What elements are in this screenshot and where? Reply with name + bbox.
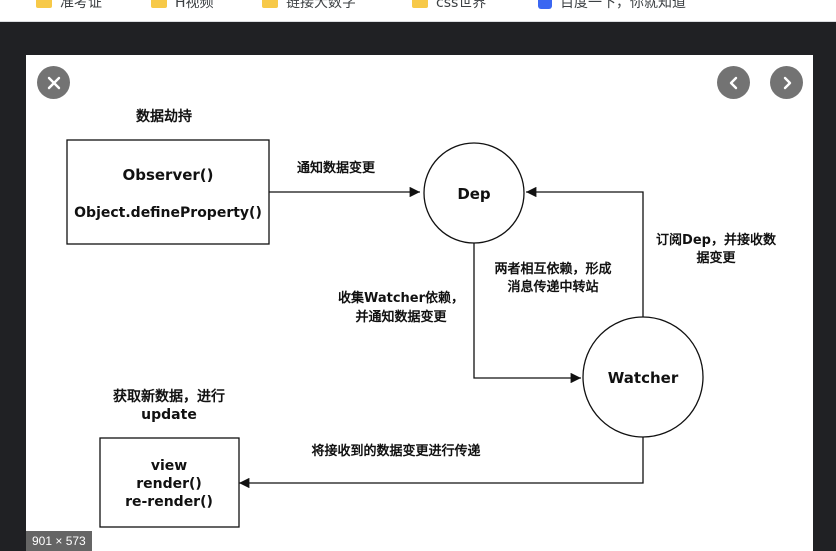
chevron-left-icon <box>729 76 737 89</box>
image-dimensions-badge: 901 × 573 <box>26 531 92 551</box>
collect-label-1: 收集Watcher依赖， <box>338 290 464 306</box>
close-icon <box>47 76 60 89</box>
next-image-button[interactable] <box>770 66 803 99</box>
define-property-label: Object.defineProperty() <box>74 205 262 221</box>
folder-icon <box>151 0 167 8</box>
view-label: view <box>151 458 187 474</box>
bookmark-label: 准考证 <box>60 0 102 11</box>
dep-label: Dep <box>457 185 491 203</box>
relay-label-2: 消息传递中转站 <box>507 279 598 295</box>
update-label-2: update <box>141 407 197 423</box>
hijack-label: 数据劫持 <box>136 108 192 125</box>
folder-icon <box>412 0 428 8</box>
update-label-1: 获取新数据，进行 <box>113 388 225 405</box>
bookmarks-bar: 准考证 H视频 链接大数字 css世界 百度一下，你就知道 <box>0 0 836 22</box>
flow-diagram: 数据劫持 Observer() Object.defineProperty() … <box>66 108 777 528</box>
bookmark-label: 链接大数字 <box>286 0 356 11</box>
bookmark-item[interactable]: 准考证 <box>36 0 102 13</box>
watcher-label: Watcher <box>608 369 679 387</box>
transfer-arrow <box>238 437 644 489</box>
bookmark-label: H视频 <box>175 0 214 11</box>
notify-label: 通知数据变更 <box>297 160 376 176</box>
bookmark-label: css世界 <box>436 0 487 11</box>
lightbox-image: 数据劫持 Observer() Object.defineProperty() … <box>26 55 813 551</box>
chevron-right-icon <box>783 76 791 89</box>
folder-icon <box>36 0 52 8</box>
baidu-icon <box>538 0 552 9</box>
bookmark-item[interactable]: 百度一下，你就知道 <box>538 0 686 13</box>
subscribe-label-2: 据变更 <box>696 250 736 266</box>
folder-icon <box>262 0 278 8</box>
previous-image-button[interactable] <box>717 66 750 99</box>
bookmark-item[interactable]: 链接大数字 <box>262 0 356 13</box>
bookmark-item[interactable]: H视频 <box>151 0 214 13</box>
collect-arrow <box>473 243 581 384</box>
observer-box <box>66 139 270 245</box>
subscribe-arrow <box>526 186 644 325</box>
render-label: render() <box>136 476 202 492</box>
subscribe-label-1: 订阅Dep，并接收数 <box>656 232 777 248</box>
bookmark-label: 百度一下，你就知道 <box>560 0 686 11</box>
observer-label: Observer() <box>122 166 213 184</box>
collect-label-2: 并通知数据变更 <box>355 309 447 325</box>
transfer-label: 将接收到的数据变更进行传递 <box>311 443 480 459</box>
close-button[interactable] <box>37 66 70 99</box>
re-render-label: re-render() <box>125 494 213 510</box>
relay-label-1: 两者相互依赖，形成 <box>494 261 611 277</box>
view-box <box>99 437 240 528</box>
bookmark-item[interactable]: css世界 <box>412 0 486 13</box>
